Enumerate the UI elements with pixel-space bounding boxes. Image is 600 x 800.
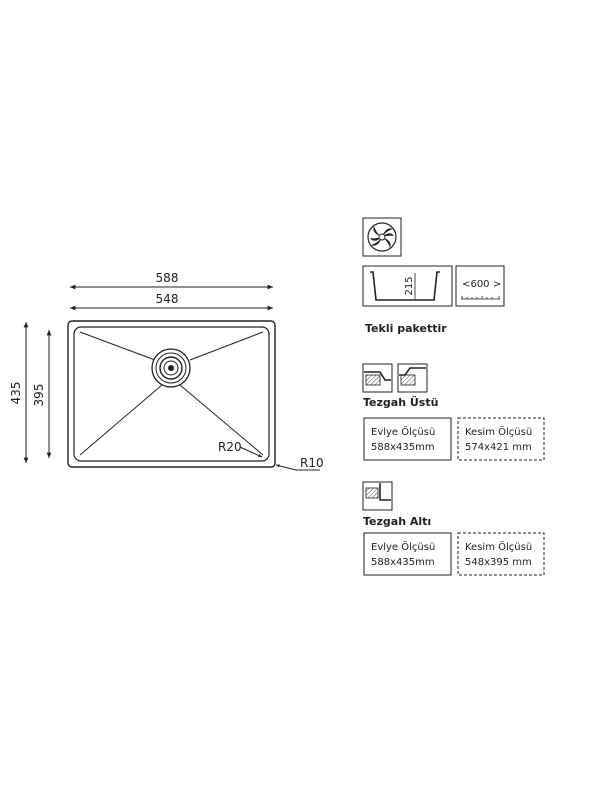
tezgah-alti-evye-box: Evlye Ölçüsü 588x435mm xyxy=(363,532,452,576)
inner-width-label: 548 xyxy=(156,292,179,306)
tezgah-alti-kesim-label: Kesim Ölçüsü xyxy=(465,540,532,553)
under-mount-icon xyxy=(362,481,393,511)
top-mount-icon-2 xyxy=(397,363,428,393)
bowl-depth-label: 215 xyxy=(404,276,415,295)
tezgah-ustu-kesim-label: Kesim Ölçüsü xyxy=(465,425,532,438)
cabinet-width-label: 600 xyxy=(470,279,489,290)
sink-outer-outline xyxy=(67,320,276,468)
cabinet-width-icon: 600 < > xyxy=(455,265,505,307)
drain xyxy=(151,348,191,388)
tezgah-alti-evye-value: 588x435mm xyxy=(371,557,435,568)
tezgah-alti-kesim-box: Kesim Ölçüsü 548x395 mm xyxy=(457,532,545,576)
sink-plan-view: 588 548 435 395 R20 xyxy=(9,271,324,471)
tezgah-ustu-kesim-box: Kesim Ölçüsü 574x421 mm xyxy=(457,417,545,461)
sink-fold-lines xyxy=(79,331,264,456)
bowl-depth-icon: 215 xyxy=(362,265,453,307)
drain-swirl-icon xyxy=(362,217,402,257)
tezgah-alti-kesim-value: 548x395 mm xyxy=(465,557,532,568)
outer-height-label: 435 xyxy=(9,382,23,405)
inner-height-label: 395 xyxy=(32,384,46,407)
sink-inner-outline xyxy=(73,326,270,462)
tezgah-ustu-evye-value: 588x435mm xyxy=(371,442,435,453)
tezgah-ustu-title: Tezgah Üstü xyxy=(363,395,438,409)
outer-width-label: 588 xyxy=(156,271,179,285)
outer-radius-leader xyxy=(275,464,320,471)
inner-radius-leader xyxy=(239,446,263,458)
spec-panel: 215 600 < > Tekli pakettir xyxy=(362,217,545,576)
tezgah-alti-evye-label: Evlye Ölçüsü xyxy=(371,540,435,553)
inner-radius-label: R20 xyxy=(218,440,242,454)
cabinet-left-chevron-icon: < xyxy=(462,279,470,290)
package-note: Tekli pakettir xyxy=(365,322,447,335)
outer-radius-label: R10 xyxy=(300,456,324,470)
tezgah-alti-title: Tezgah Altı xyxy=(363,515,431,528)
cabinet-right-chevron-icon: > xyxy=(493,279,501,290)
cabinet-ruler xyxy=(461,296,500,300)
tezgah-ustu-kesim-value: 574x421 mm xyxy=(465,442,532,453)
tezgah-ustu-evye-label: Evlye Ölçüsü xyxy=(371,425,435,438)
top-mount-icon-1 xyxy=(362,363,393,393)
tezgah-ustu-evye-box: Evlye Ölçüsü 588x435mm xyxy=(363,417,452,461)
